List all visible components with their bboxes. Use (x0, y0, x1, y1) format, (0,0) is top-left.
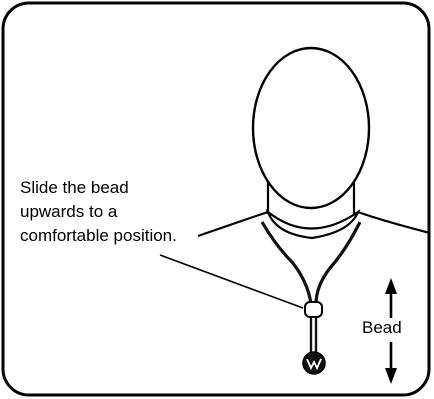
head-outline (253, 48, 369, 208)
bead (305, 302, 322, 317)
bead-label: Bead (362, 318, 402, 338)
instruction-text: Slide the bead upwards to a comfortable … (20, 176, 180, 248)
